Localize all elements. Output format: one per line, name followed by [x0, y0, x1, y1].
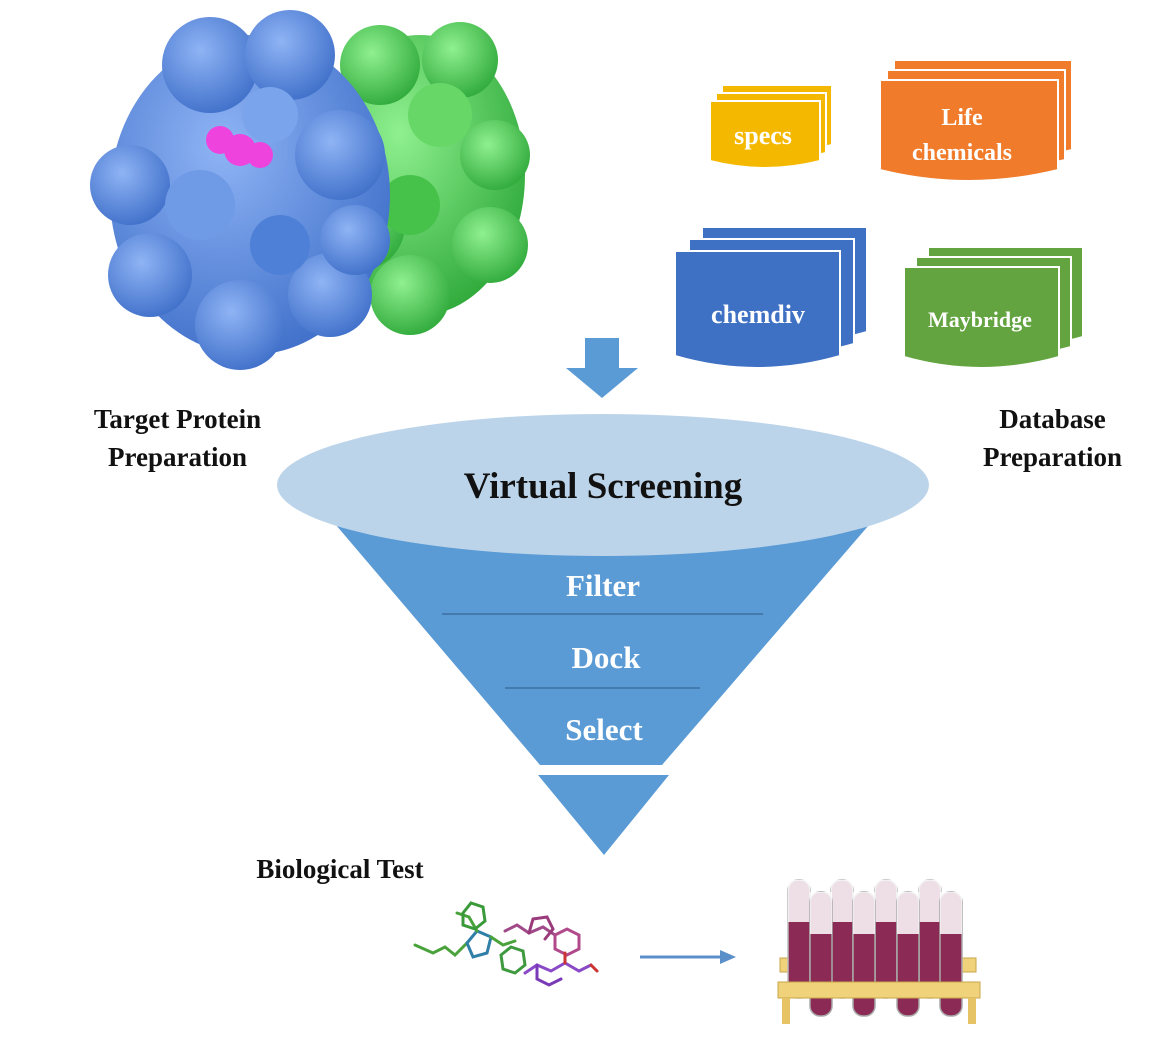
life-chemicals-label-1: Life	[941, 105, 983, 131]
protein-blue-chain	[90, 10, 390, 370]
life-chemicals-label-2: chemicals	[912, 140, 1012, 166]
compound-molecules-icon	[413, 901, 599, 987]
stage-dock: Dock	[572, 640, 642, 675]
protein-structure-icon	[90, 10, 530, 370]
tube-rack-front	[777, 981, 981, 1024]
databases-group: specs Life chemicals chemdiv Maybridge	[674, 59, 1084, 369]
right-arrow-icon	[640, 950, 736, 964]
database-line-2: Preparation	[983, 442, 1122, 472]
database-line-1: Database	[999, 404, 1106, 434]
ligand	[206, 126, 273, 168]
target-protein-line-2: Preparation	[108, 442, 247, 472]
chemdiv-doc: chemdiv	[674, 226, 868, 369]
target-protein-line-1: Target Protein	[93, 404, 262, 434]
maybridge-label: Maybridge	[928, 307, 1032, 332]
stage-filter: Filter	[566, 568, 640, 603]
funnel-title: Virtual Screening	[464, 466, 743, 507]
life-chemicals-doc: Life chemicals	[879, 59, 1073, 182]
funnel-body	[330, 518, 875, 765]
chemdiv-label: chemdiv	[711, 300, 805, 329]
funnel-tip	[538, 775, 669, 855]
funnel-top	[277, 414, 929, 556]
biological-test-label: Biological Test	[256, 854, 424, 884]
specs-label: specs	[734, 121, 792, 150]
stage-select: Select	[565, 712, 643, 747]
test-tubes-icon	[777, 879, 981, 1024]
maybridge-doc: Maybridge	[903, 246, 1084, 369]
down-arrow-icon	[566, 338, 638, 398]
database-label: Database Preparation	[955, 400, 1150, 476]
specs-doc: specs	[709, 84, 833, 169]
target-protein-label: Target Protein Preparation	[70, 400, 285, 476]
